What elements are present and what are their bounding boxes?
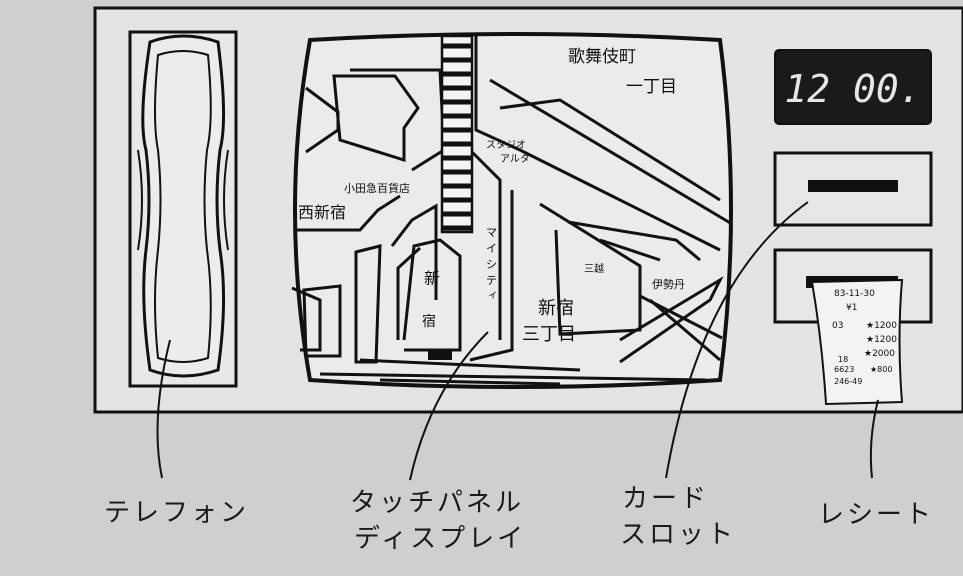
map-label-shinjuku-station-2: 宿 (422, 313, 436, 330)
leader-receipt (869, 399, 879, 479)
label-telephone: テレフォン (104, 498, 250, 528)
map-label-shinjuku-station-1: 新 (424, 269, 440, 288)
receipt-line: 03 (832, 321, 843, 331)
map-label-my-city-5: ィ (488, 290, 498, 301)
receipt-line: 83-11-30 (834, 289, 875, 299)
railway-tracks (428, 34, 474, 360)
telephone-handset[interactable] (128, 30, 238, 388)
receipt-line: ★2000 (864, 349, 895, 359)
digital-clock: 12 00. (774, 49, 932, 125)
receipt-line: ★1200 (866, 321, 897, 331)
map-label-studio-alta-2: アルタ (500, 153, 530, 165)
label-card-slot-line2: スロット (620, 520, 737, 550)
label-receipt: レシート (818, 500, 935, 530)
map-label-my-city-4: テ (486, 274, 497, 287)
label-touch-panel-line1: タッチパネル (350, 488, 525, 518)
leader-telephone (156, 339, 171, 479)
receipt-line: 6623 (834, 365, 854, 374)
map-label-kabukicho: 歌舞伎町 (568, 47, 636, 67)
map-label-itchome: 一丁目 (626, 77, 677, 97)
leader-touch-panel (409, 331, 489, 481)
label-card-slot-line1: カード (622, 484, 710, 514)
map-label-shinjuku-3-1: 新宿 (538, 298, 574, 319)
receipt-line: ★800 (870, 365, 892, 374)
leader-card-slot (665, 201, 809, 479)
receipt-paper[interactable]: 83-11-30 ¥1 03 ★1200 ★1200 ★2000 18 6623… (810, 278, 904, 406)
touch-panel-display[interactable]: 歌舞伎町 一丁目 スタジオ アルタ 小田急百貨店 西新宿 マ イ シ テ ィ 三… (291, 32, 733, 389)
card-slot[interactable] (773, 151, 933, 227)
map-label-odakyu: 小田急百貨店 (344, 181, 410, 195)
map-label-my-city-2: イ (486, 242, 497, 255)
map-label-nishi-shinjuku: 西新宿 (298, 203, 346, 222)
receipt-line: ¥1 (846, 303, 857, 313)
label-touch-panel-line2: ディスプレイ (354, 524, 527, 554)
receipt-line: 246-49 (834, 377, 862, 386)
leader-lines (156, 201, 879, 481)
receipt-line: 18 (838, 355, 848, 364)
clock-time: 12 00. (784, 67, 921, 111)
map-label-mitsukoshi: 三越 (584, 262, 604, 275)
receipt-line: ★1200 (866, 335, 897, 345)
map-label-my-city-3: シ (486, 258, 497, 271)
map-label-isetan: 伊勢丹 (652, 277, 685, 291)
map-label-studio-alta-1: スタジオ (486, 139, 526, 151)
map-label-my-city-1: マ (486, 226, 497, 239)
map-label-shinjuku-3-2: 三丁目 (522, 324, 576, 345)
